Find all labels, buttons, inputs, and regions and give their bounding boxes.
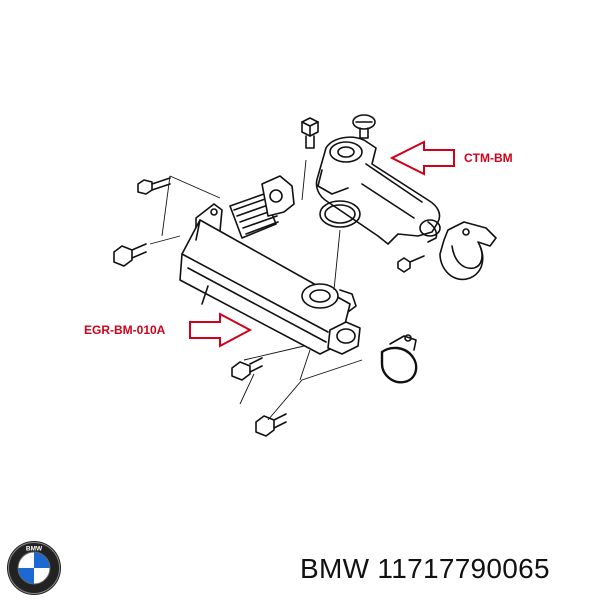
clamp-bolt — [397, 255, 425, 273]
hose-clamp-bracket — [439, 221, 497, 281]
egr-callout-label: EGR-BM-010A — [84, 323, 166, 337]
housing-bolt-1 — [301, 117, 319, 149]
part-caption: BMW 11717790065 — [300, 553, 550, 584]
thermostat-housing — [315, 136, 441, 245]
egr-bolt-2 — [113, 243, 147, 267]
o-ring-seal — [319, 200, 361, 228]
svg-text:BMW: BMW — [26, 546, 43, 553]
egr-bolt-3 — [231, 357, 263, 381]
egr-cooler-body — [179, 219, 357, 355]
bmw-logo-icon: BMW — [7, 541, 61, 595]
housing-screw — [352, 114, 376, 139]
egr-bolt-1 — [137, 177, 171, 195]
thermostat-callout-arrow — [389, 140, 455, 176]
leader-lines — [149, 159, 363, 421]
egr-outlet-flange — [327, 321, 361, 355]
egr-flex-pipe — [229, 175, 295, 239]
egr-callout-arrow — [189, 312, 253, 348]
thermostat-callout-label: CTM-BM — [464, 151, 513, 165]
hose-clamp — [380, 334, 418, 384]
egr-bolt-4 — [255, 413, 287, 437]
